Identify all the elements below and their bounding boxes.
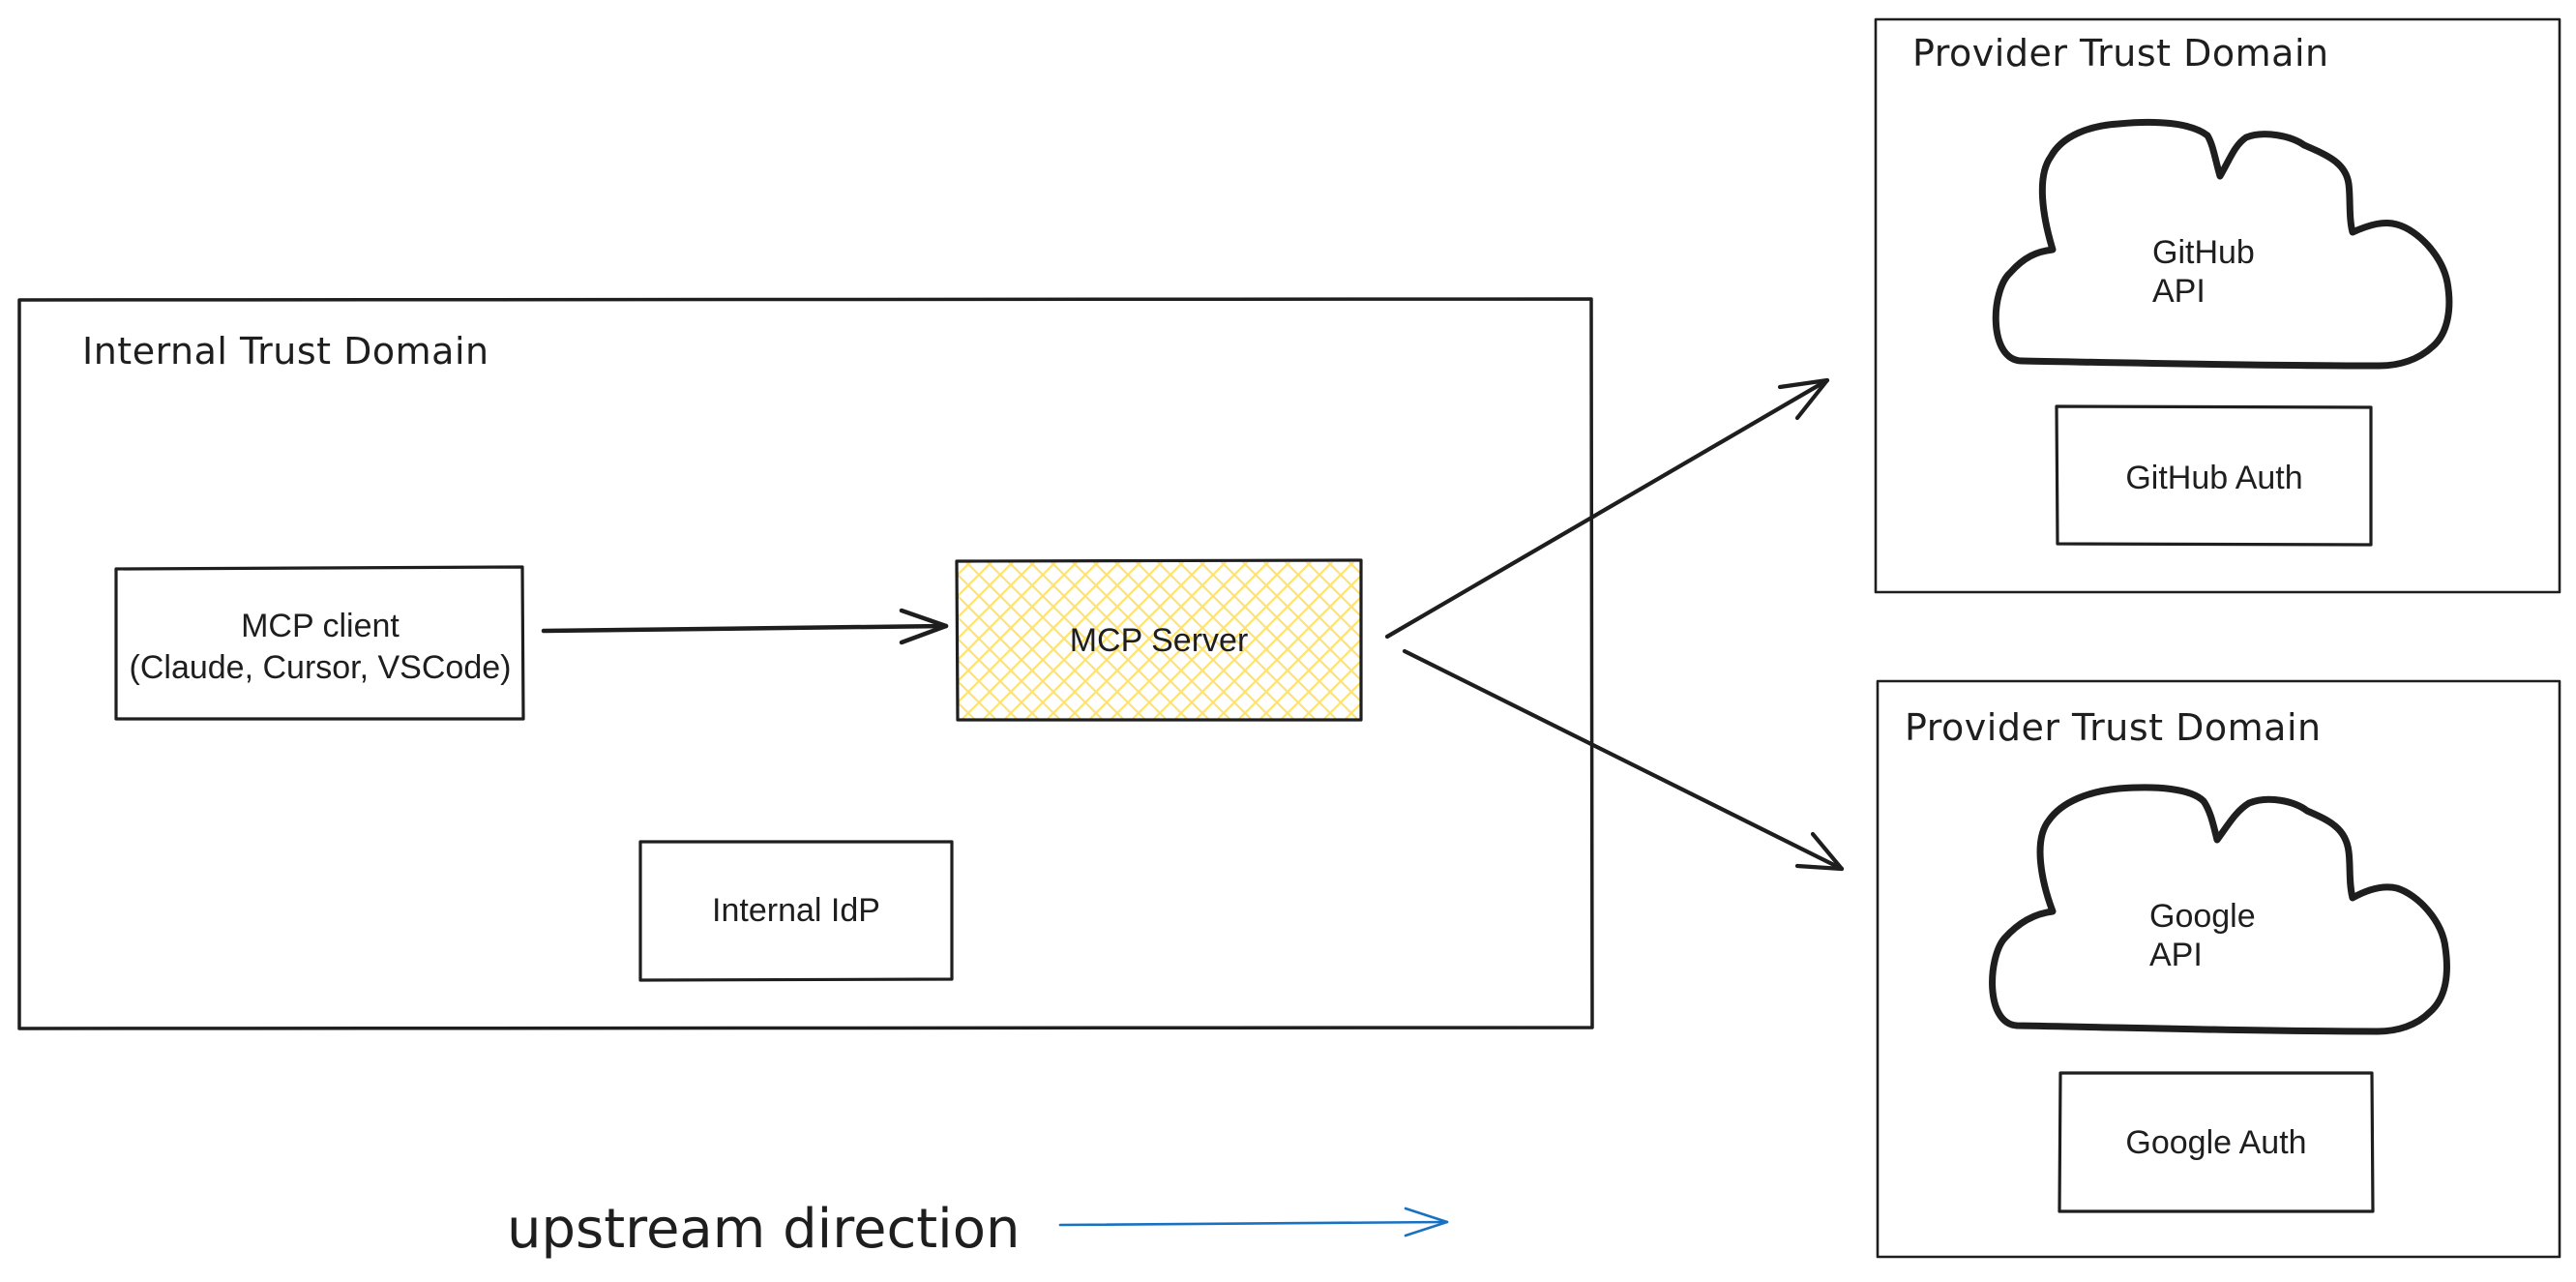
mcp-client-box[interactable]: MCP client (Claude, Cursor, VSCode) [114,565,525,721]
google-auth-border [2058,1071,2375,1213]
github-api-cloud[interactable]: GitHub API [1992,118,2453,370]
mcp-client-label: MCP client [241,608,400,644]
server-to-github-arrow [1384,377,1830,640]
provider-github-title: Provider Trust Domain [1912,32,2329,75]
github-auth-label: GitHub Auth [2125,460,2302,496]
mcp-client-border [114,565,525,721]
google-api-label: Google [2149,898,2256,935]
upstream-direction-legend: upstream direction [507,1198,1449,1261]
mcp-server-label: MCP Server [1070,622,1249,659]
github-api-sublabel: API [2152,273,2206,310]
google-api-sublabel: API [2149,937,2203,973]
internal-trust-domain-border [17,297,1594,1030]
provider-github-border [1874,17,2561,594]
provider-google-border [1876,679,2561,1259]
mcp-server-hatch-fill [957,562,1361,719]
github-auth-box[interactable]: GitHub Auth [2055,404,2373,547]
upstream-arrow-head [1404,1207,1449,1237]
upstream-direction-label: upstream direction [507,1198,1021,1261]
provider-trust-domain-github: Provider Trust Domain GitHub API GitHub … [1874,17,2561,594]
upstream-arrow-shaft [1058,1220,1449,1227]
google-api-cloud[interactable]: Google API [1989,784,2450,1035]
internal-trust-domain-title: Internal Trust Domain [82,330,489,373]
mcp-server-border [955,558,1363,722]
mcp-client-sublabel: (Claude, Cursor, VSCode) [130,649,512,686]
provider-google-title: Provider Trust Domain [1905,706,2322,749]
internal-idp-box[interactable]: Internal IdP [638,840,954,982]
internal-idp-border [638,840,954,982]
github-api-label: GitHub [2152,234,2255,271]
client-to-server-arrow [541,608,949,645]
internal-trust-domain: Internal Trust Domain MCP client (Claude… [17,297,1594,1030]
cloud-icon [1992,118,2453,370]
cloud-icon [1989,784,2450,1035]
provider-trust-domain-google: Provider Trust Domain Google API Google … [1876,679,2561,1259]
server-to-google-arrow [1402,648,1845,872]
upstream-direction-arrow [1058,1207,1449,1237]
google-auth-label: Google Auth [2125,1124,2306,1161]
google-auth-box[interactable]: Google Auth [2058,1071,2375,1213]
github-auth-border [2055,404,2373,547]
internal-idp-label: Internal IdP [712,892,880,929]
mcp-server-box[interactable]: MCP Server [955,558,1363,722]
